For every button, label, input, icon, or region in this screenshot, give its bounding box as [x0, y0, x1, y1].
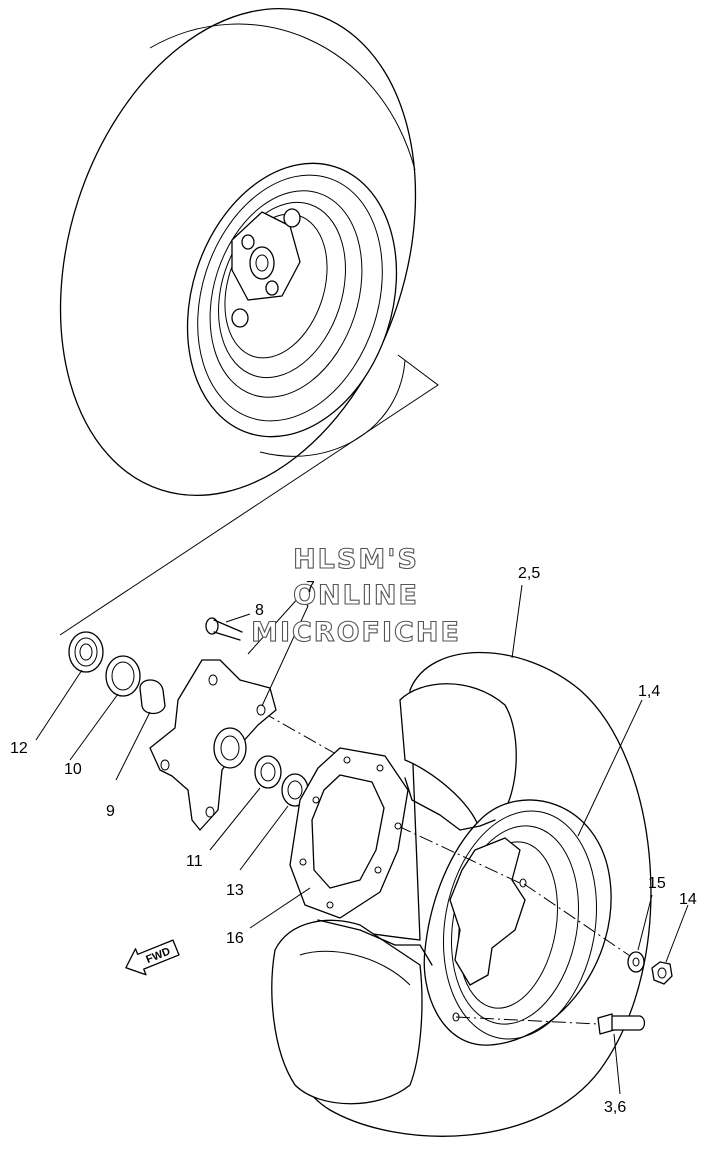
callout-1-4: 1,4 — [638, 683, 660, 700]
watermark-line2: ONLINE — [293, 580, 419, 611]
leader-1-4 — [577, 699, 643, 837]
plate-hole — [374, 866, 382, 874]
callout-11: 11 — [186, 853, 203, 870]
leader-14 — [665, 904, 689, 963]
fwd-arrow-shape — [125, 939, 180, 976]
hub-stud-hole — [208, 674, 218, 686]
leader-7 — [261, 595, 309, 707]
bead-ring-lower — [317, 919, 433, 966]
plate-hole — [326, 901, 334, 909]
oil-seal-10 — [105, 655, 141, 697]
bearing-12-inner — [74, 637, 98, 667]
plate-hole — [299, 858, 307, 866]
callout-10: 10 — [64, 761, 82, 778]
hub-center-bore — [213, 727, 247, 769]
leader-10 — [69, 693, 119, 761]
leader-3-6 — [613, 1033, 621, 1095]
plate-hole — [312, 796, 320, 804]
bearing-12-bore — [79, 643, 93, 661]
leader-16 — [249, 887, 311, 929]
callout-14: 14 — [679, 891, 697, 908]
callout-2-5: 2,5 — [518, 565, 540, 582]
callout-15: 15 — [648, 875, 666, 892]
watermark-line1: HLSM'S — [293, 544, 419, 575]
rim-outer — [186, 162, 398, 438]
oil-seal-10-inner — [111, 661, 135, 691]
leader-7b — [247, 595, 301, 655]
spacer-9 — [139, 679, 166, 715]
leader-13 — [239, 805, 289, 871]
nut-14 — [651, 961, 673, 985]
watermark: HLSM'S ONLINE MICROFICHE — [251, 543, 461, 648]
hub-center-inner — [220, 735, 240, 761]
brake-plate-opening — [311, 774, 385, 889]
callout-leaders — [35, 584, 689, 1095]
tire-lower-bead — [299, 950, 411, 986]
wheel-stud — [231, 308, 249, 328]
hub-stud-hole — [160, 759, 170, 771]
rim-inner-well — [218, 201, 346, 379]
plate-hole — [394, 822, 402, 830]
exploded-wheel — [261, 652, 652, 1137]
washer-15 — [627, 951, 645, 973]
valve-stem-3-6 — [611, 1015, 646, 1031]
leader-15 — [637, 894, 653, 951]
leader-hub-plate — [261, 711, 337, 755]
leader-9 — [115, 711, 151, 781]
callout-12: 12 — [10, 740, 28, 757]
rim-flange — [449, 837, 526, 986]
callout-7: 7 — [306, 579, 315, 596]
watermark-line3: MICROFICHE — [251, 617, 461, 648]
bearing-11-inner — [260, 762, 276, 782]
rim-bolt-hole — [519, 878, 527, 888]
bolt-8-head — [205, 617, 219, 635]
bolt-8-shank — [213, 619, 243, 641]
leader-12 — [35, 669, 83, 741]
rim-well — [209, 190, 363, 398]
fwd-arrow-icon: FWD — [125, 939, 180, 976]
tire-shoulder-line — [149, 23, 416, 171]
hub-bearing-inner — [255, 254, 269, 272]
bearing-12 — [68, 631, 104, 673]
leader-8 — [225, 613, 251, 623]
plate-hole — [376, 764, 384, 772]
rim-ring-2 — [451, 825, 579, 1025]
rim-ring-1 — [442, 810, 598, 1040]
washer-15-hole — [632, 957, 640, 967]
wheel-stud — [265, 280, 279, 296]
leader-2-5 — [511, 584, 523, 659]
oil-seal-13-inner — [287, 780, 303, 800]
callout-labels: 2,5 1,4 7 8 12 10 9 11 13 16 15 14 3,6 — [10, 565, 697, 1116]
assembled-wheel — [59, 7, 439, 636]
callout-16: 16 — [226, 930, 244, 947]
leader-11 — [209, 787, 261, 851]
wheel-stud — [283, 208, 301, 228]
rim-lip — [197, 174, 383, 422]
assembly-leader-line — [59, 354, 439, 636]
tire-bead-upper — [399, 683, 517, 831]
leader-plate-rim — [397, 825, 523, 885]
bearing-11 — [254, 755, 282, 789]
hub-bearing-bore — [249, 246, 275, 280]
callout-13: 13 — [226, 882, 244, 899]
plate-hole — [343, 756, 351, 764]
bead-ring-upper — [404, 777, 496, 831]
hub-stud-hole — [256, 704, 266, 716]
hub-assembly — [68, 617, 673, 1035]
leader-rim-washer — [523, 883, 637, 961]
callout-9: 9 — [106, 803, 115, 820]
wheel-stud — [241, 234, 255, 250]
front-hub-7 — [149, 659, 277, 831]
hub-stud-hole — [205, 806, 215, 818]
nut-14-hole — [657, 967, 667, 979]
callout-3-6: 3,6 — [604, 1099, 626, 1116]
callout-8: 8 — [255, 602, 264, 619]
